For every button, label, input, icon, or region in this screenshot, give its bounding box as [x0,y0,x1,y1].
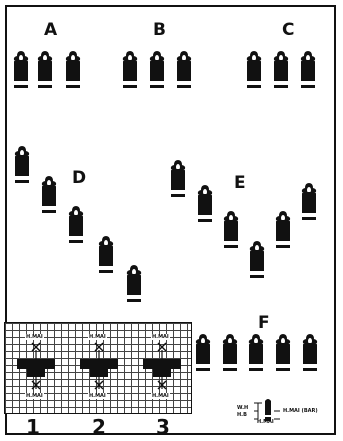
bottom-tag: H.MAI [88,393,107,399]
figure-icon [120,48,140,108]
top-tag: H.MAI [25,334,44,340]
x-mark-icon [95,343,103,351]
legend-label-left-upper: W.H [236,405,249,411]
connector-block [80,359,118,377]
figure-icon [147,48,167,108]
grid-panel: H.MAI H.MAI H.MAI H.MAI [4,322,192,414]
group-label-e: E [234,173,246,193]
figure-icon [298,48,318,108]
figure-icon [193,331,213,391]
figure-icon [299,180,319,240]
group-label-f: F [258,313,270,333]
figure-icon [246,331,266,391]
top-tag: H.MAI [151,334,170,340]
bottom-tag: H.MAI [25,393,44,399]
figure-icon [273,208,293,268]
panel-number-2: 2 [92,415,106,439]
connector-block [17,359,55,377]
top-tag: H.MAI [88,334,107,340]
figure-icon [300,331,320,391]
figure-icon [39,173,59,233]
figure-icon [265,399,271,421]
figure-icon [96,233,116,293]
legend: W.H H.B H.MAI H.MAI (BAR) [232,397,327,427]
figure-icon [221,208,241,268]
grid-cell-3: H.MAI H.MAI [131,323,193,415]
panel-number-1: 1 [26,415,40,439]
figure-icon [35,48,55,108]
figure-icon [66,203,86,263]
panel-number-3: 3 [156,415,170,439]
legend-bracket [254,403,262,419]
legend-leader [274,411,280,419]
figure-icon [244,48,264,108]
connector-block [143,359,181,377]
legend-label-right: H.MAI (BAR) [282,408,319,414]
figure-icon [247,238,267,298]
figure-icon [124,262,144,322]
figure-icon [220,331,240,391]
figure-icon [271,48,291,108]
legend-label-left-lower: H.B [236,412,248,418]
legend-label-center: H.MAI [256,419,275,425]
group-label-b: B [153,20,166,40]
group-label-d: D [72,168,86,188]
figure-icon [195,182,215,242]
group-label-a: A [44,20,57,40]
group-label-c: C [282,20,294,40]
figure-icon [168,157,188,217]
grid-cell-2: H.MAI H.MAI [68,323,130,415]
figure-icon [273,331,293,391]
figure-icon [11,48,31,108]
figure-icon [63,48,83,108]
x-mark-icon [32,343,40,351]
grid-cell-1: H.MAI H.MAI [5,323,67,415]
figure-icon [12,143,32,203]
x-mark-icon [158,343,166,351]
bottom-tag: H.MAI [151,393,170,399]
figure-icon [174,48,194,108]
